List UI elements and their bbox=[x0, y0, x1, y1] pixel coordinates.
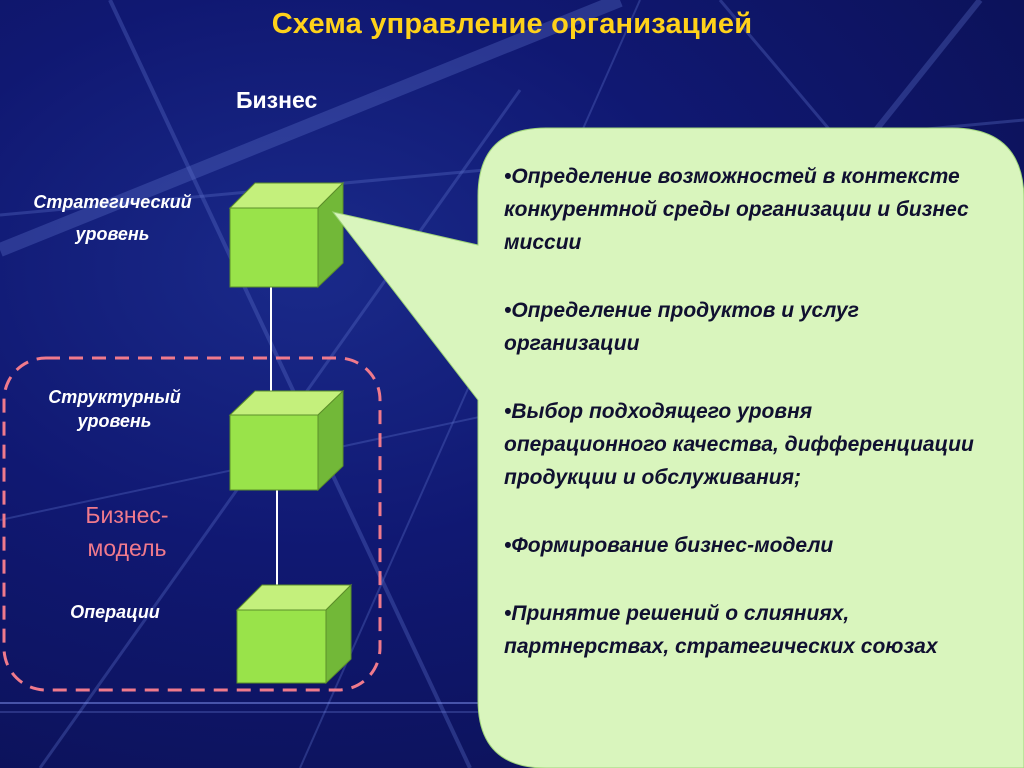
bubble-text-list: •Определение возможностей в контексте ко… bbox=[504, 160, 974, 663]
bubble-item: •Определение возможностей в контексте ко… bbox=[504, 165, 969, 254]
business-model-label-line1: Бизнес- bbox=[85, 502, 169, 528]
level-label-strategic-line1: Стратегический bbox=[33, 192, 192, 212]
level-label-operations-line1: Операции bbox=[70, 602, 160, 622]
level-label-operations: Операции bbox=[40, 600, 190, 624]
bubble-item: •Определение продуктов и услуг организац… bbox=[504, 299, 859, 355]
cube-operations bbox=[235, 583, 353, 685]
slide-title: Схема управление организацией bbox=[271, 8, 753, 40]
cube-strategic bbox=[228, 181, 345, 289]
bubble-item: •Принятие решений о слияниях, партнерств… bbox=[504, 602, 938, 658]
level-label-structural-line1: Структурный bbox=[48, 387, 181, 407]
cube-structural bbox=[228, 389, 345, 492]
bubble-item: •Формирование бизнес-модели bbox=[504, 534, 834, 557]
level-label-structural-line2: уровень bbox=[77, 411, 152, 431]
business-model-label-line2: модель bbox=[87, 535, 167, 561]
business-label: Бизнес bbox=[236, 87, 318, 113]
business-model-label: Бизнес- модель bbox=[62, 499, 192, 565]
level-label-structural: Структурный уровень bbox=[22, 385, 207, 433]
level-label-strategic-line2: уровень bbox=[75, 224, 150, 244]
bubble-item: •Выбор подходящего уровня операционного … bbox=[504, 400, 974, 489]
level-label-strategic: Стратегический уровень bbox=[10, 190, 215, 246]
